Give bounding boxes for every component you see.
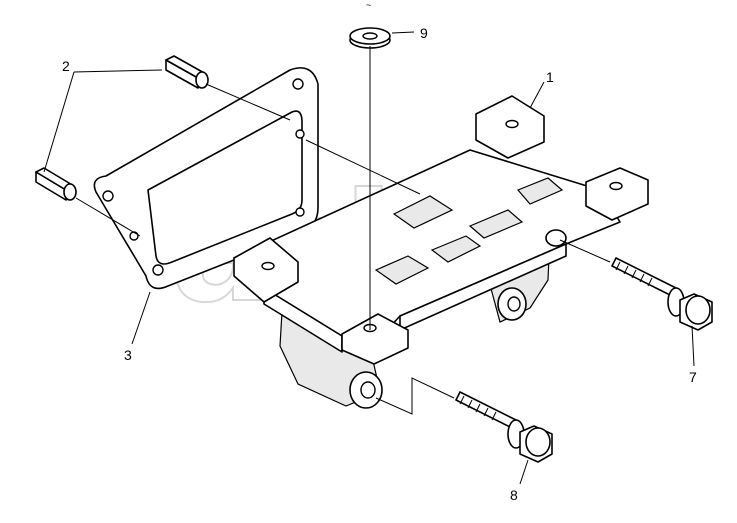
callout-3: 3 bbox=[124, 347, 132, 363]
callout-8: 8 bbox=[510, 487, 518, 503]
stray-mark: ~ bbox=[366, 0, 371, 10]
dowel-pin-lower bbox=[35, 167, 77, 201]
callout-2: 2 bbox=[62, 58, 70, 74]
washer-part-9 bbox=[349, 27, 391, 49]
gasket-part-3 bbox=[93, 67, 319, 290]
callout-9: 9 bbox=[420, 25, 428, 41]
bolt-part-8 bbox=[455, 391, 553, 463]
dowel-pin-upper bbox=[165, 55, 209, 89]
callout-1: 1 bbox=[546, 69, 554, 85]
callout-7: 7 bbox=[689, 369, 697, 385]
bolt-part-7 bbox=[611, 257, 713, 331]
leader-lines bbox=[43, 31, 695, 485]
bracket-part-1 bbox=[233, 95, 649, 409]
